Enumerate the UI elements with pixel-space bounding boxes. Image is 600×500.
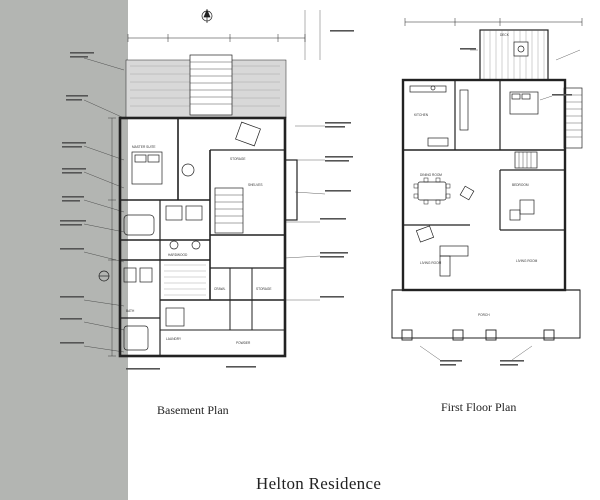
room-label: STORAGE <box>230 157 246 161</box>
room-label: HARDWOOD <box>168 253 188 257</box>
north-arrow-icon <box>201 9 213 23</box>
room-label: BEDROOM <box>512 183 529 187</box>
room-label: SHELVES <box>248 183 262 187</box>
room-label: PORCH <box>478 313 490 317</box>
basement-plan: MASTER SUITE STORAGE HARDWOOD SHELVES ST… <box>60 9 354 370</box>
first-floor-plan-caption: First Floor Plan <box>441 400 517 414</box>
room-label: KITCHEN <box>414 113 429 117</box>
first-floor-plan: DECK KITCHEN DINING ROOM BEDROOM LIVING … <box>391 18 583 366</box>
room-label: CRAWL <box>214 287 226 291</box>
room-label: LIVING ROOM <box>420 261 442 265</box>
room-label: DECK <box>500 33 510 37</box>
room-label: MASTER SUITE <box>132 145 156 149</box>
section-marker-icon <box>98 270 110 282</box>
room-label: STORAGE <box>256 287 272 291</box>
room-label: BATH <box>126 309 135 313</box>
sheet-title: Helton Residence <box>256 474 382 493</box>
sheet-side-band <box>0 0 128 500</box>
room-label: LAUNDRY <box>166 337 182 341</box>
room-label: POWDER <box>236 341 251 345</box>
room-label: DINING ROOM <box>420 173 442 177</box>
room-label: LIVING ROOM <box>516 259 538 263</box>
basement-plan-caption: Basement Plan <box>157 403 229 417</box>
